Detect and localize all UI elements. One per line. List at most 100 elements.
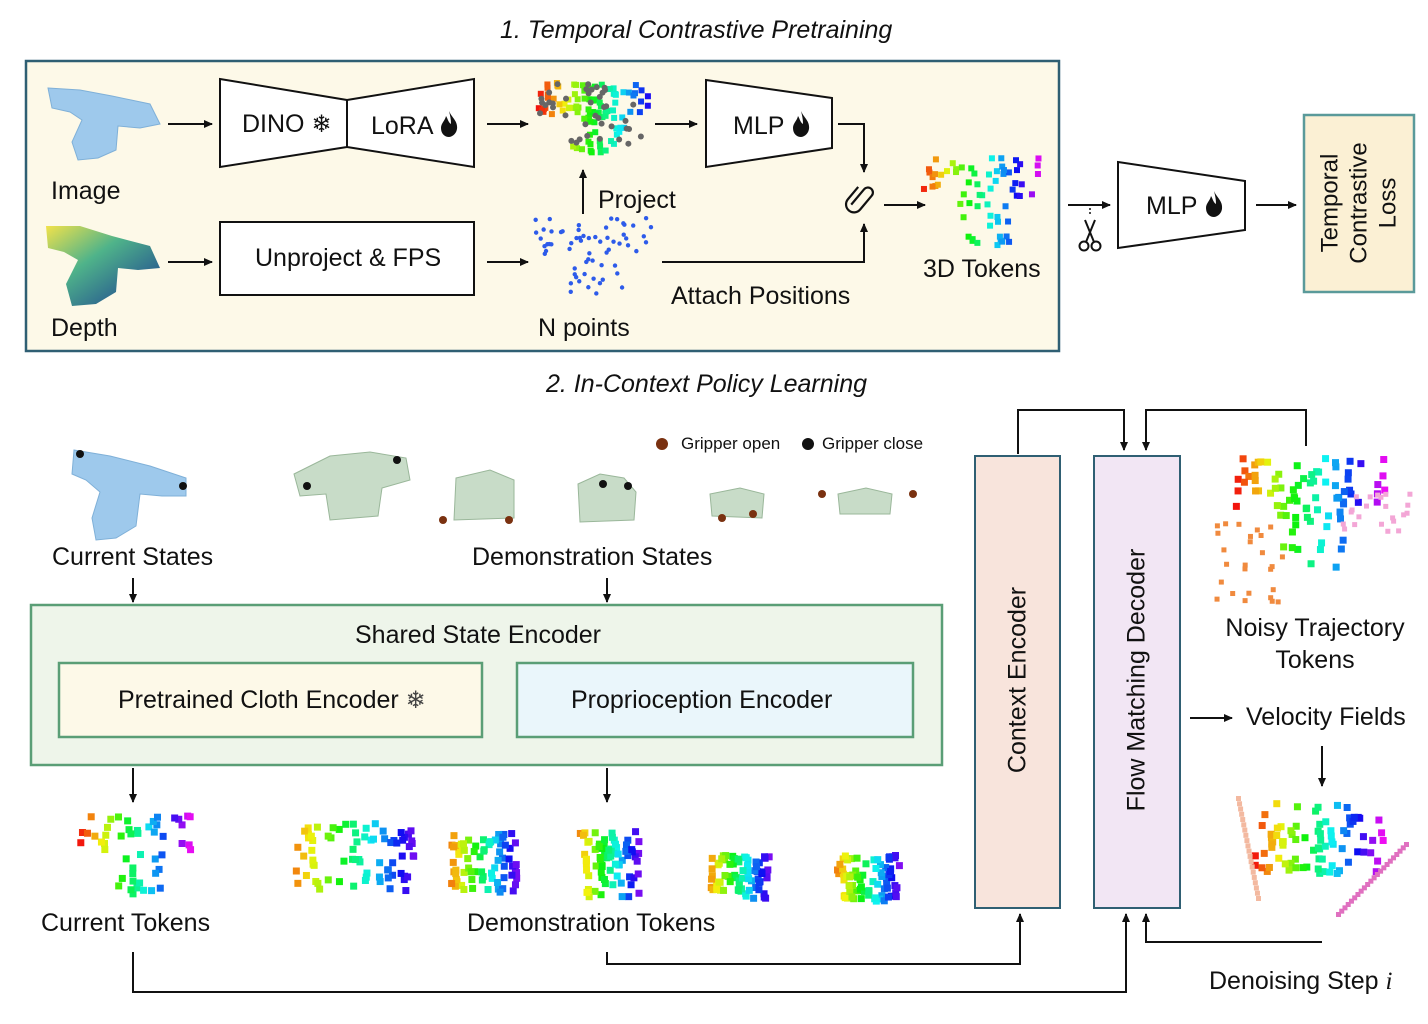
mlp2-label: MLP — [1146, 190, 1224, 221]
demo-token-square — [397, 829, 405, 837]
current-token-square — [125, 826, 133, 834]
demo-token-square — [464, 855, 472, 863]
token-3d-square — [965, 179, 972, 186]
velocity-token-square — [1316, 869, 1324, 877]
demo-token-square — [407, 827, 415, 835]
sampled-point — [609, 216, 614, 221]
arrow-positions-clip — [662, 223, 868, 263]
demo-token-square — [450, 832, 458, 840]
projected-feature-ring — [622, 117, 629, 124]
token-3d-square — [987, 185, 994, 192]
projected-feature-point — [632, 82, 639, 89]
token-3d-square — [953, 169, 960, 176]
velocity-trajectory-square — [1384, 862, 1390, 867]
projected-feature-ring — [592, 112, 599, 119]
velocity-trajectory-square — [1345, 902, 1351, 907]
demo-token-square — [342, 820, 350, 828]
sampled-point — [538, 236, 543, 241]
token-3d-square — [1003, 233, 1010, 240]
token-3d-square — [1002, 203, 1009, 210]
projected-feature-point — [612, 91, 619, 98]
demo-token-square — [761, 853, 769, 861]
velocity-token-square — [1292, 822, 1300, 830]
token-3d-square — [1009, 186, 1016, 193]
demo-token-square — [450, 843, 458, 851]
demo-token-square — [452, 876, 460, 884]
mlp1-trapezoid — [705, 78, 833, 169]
projected-feature-ring — [603, 103, 610, 110]
noisy-token-square — [1331, 482, 1339, 490]
demo-token-square — [608, 833, 616, 841]
demo-token-square — [592, 862, 600, 870]
velocity-trajectory-square — [1397, 848, 1403, 854]
velocity-trajectory-square — [1387, 858, 1393, 864]
projected-feature-point — [610, 85, 617, 92]
sampled-point — [643, 215, 649, 221]
demo-token-square — [591, 887, 599, 895]
demo-token-square — [402, 887, 410, 895]
noisy-trajectory-square — [1404, 510, 1410, 516]
paperclip-icon — [845, 186, 874, 214]
token-3d-square — [987, 212, 994, 219]
demo-token-square — [324, 876, 332, 884]
velocity-token-square — [1260, 849, 1268, 857]
velocity-token-square — [1287, 827, 1295, 835]
depth-shirt-thumbnail — [46, 226, 160, 306]
sampled-point — [584, 259, 589, 265]
current-token-square — [187, 846, 195, 854]
noisy-token-square — [1300, 475, 1308, 483]
demo-token-square — [730, 855, 738, 863]
noisy-token-square — [1322, 455, 1330, 463]
demo-token-square — [381, 835, 389, 843]
sampled-point — [586, 285, 591, 290]
token-3d-square — [987, 222, 994, 229]
projected-feature-point — [587, 118, 594, 125]
demo-token-square — [579, 831, 587, 839]
sampled-point — [594, 291, 599, 296]
noisy-token-square — [1289, 486, 1297, 494]
demo-token-square — [614, 850, 622, 858]
velocity-token-square — [1318, 855, 1326, 863]
demo-token-square — [708, 865, 716, 873]
velocity-token-square — [1287, 859, 1295, 867]
velocity-trajectory-square — [1240, 817, 1246, 823]
current-token-square — [153, 813, 161, 821]
velocity-trajectory-square — [1253, 885, 1259, 891]
current-token-square — [129, 877, 137, 885]
projected-feature-ring — [549, 100, 556, 107]
demo-token-square — [362, 873, 370, 881]
arrow-mlp-clip — [838, 123, 868, 173]
noisy-token-square — [1337, 515, 1345, 523]
token-3d-square — [1034, 170, 1041, 177]
sampled-point — [576, 223, 582, 228]
token-3d-square — [974, 239, 981, 246]
current-token-square — [175, 815, 183, 823]
demo-token-square — [720, 886, 728, 894]
current-token-square — [133, 826, 141, 834]
token-3d-square — [1012, 157, 1019, 164]
demo-token-square — [865, 887, 873, 895]
demo-token-square — [484, 886, 492, 894]
velocity-token-square — [1268, 843, 1276, 851]
demo-token-square — [742, 890, 750, 898]
velocity-token-square — [1251, 852, 1259, 860]
projected-feature-point — [550, 95, 557, 102]
noisy-trajectory-square — [1224, 561, 1230, 567]
noisy-token-square — [1234, 487, 1242, 495]
velocity-trajectory-square — [1242, 827, 1248, 833]
demo-token-square — [597, 891, 605, 899]
token-3d-square — [988, 155, 995, 162]
demo-token-square — [635, 889, 643, 897]
sampled-point — [611, 239, 616, 244]
demo-token-square — [498, 854, 506, 862]
projected-feature-point — [587, 141, 594, 148]
velocity-token-square — [1333, 801, 1341, 809]
token-3d-square — [992, 177, 999, 184]
tokens-3d-label: 3D Tokens — [923, 255, 1041, 283]
noisy-trajectory-square — [1215, 530, 1221, 536]
demo-token-square — [478, 868, 486, 876]
noisy-token-square — [1333, 494, 1341, 502]
velocity-trajectory-square — [1368, 878, 1374, 884]
velocity-trajectory-square — [1238, 806, 1244, 812]
demo-token-square — [835, 870, 843, 878]
